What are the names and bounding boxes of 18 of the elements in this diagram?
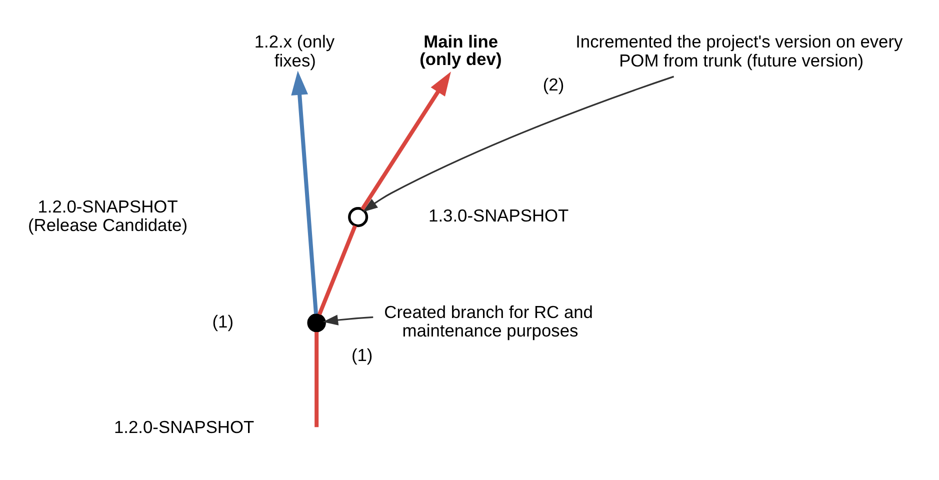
node-circle: [348, 206, 368, 227]
arrow: [362, 75, 674, 212]
node-circle: [307, 312, 326, 332]
arrow: [291, 70, 318, 314]
node-label: (2): [542, 74, 564, 94]
node-text: Incremented the project's version on every POM from trunk (future version): [576, 31, 903, 70]
arrow: [360, 71, 451, 210]
label: (1): [212, 310, 234, 331]
label: 1.2.0-SNAPSHOT: [114, 416, 254, 437]
node-label: (1): [351, 344, 373, 364]
node-text: 1.2.x (only fixes): [254, 31, 335, 70]
connector: [318, 224, 357, 315]
label: 1.2.0-SNAPSHOT (Release Candidate): [28, 196, 188, 234]
node-text: Created branch for RC and maintenance purposes: [384, 301, 593, 340]
connector: [314, 332, 319, 427]
node-label: 1.3.0-SNAPSHOT: [428, 205, 569, 226]
arrow: [322, 314, 374, 325]
node-text: Main line (only dev): [420, 31, 502, 69]
